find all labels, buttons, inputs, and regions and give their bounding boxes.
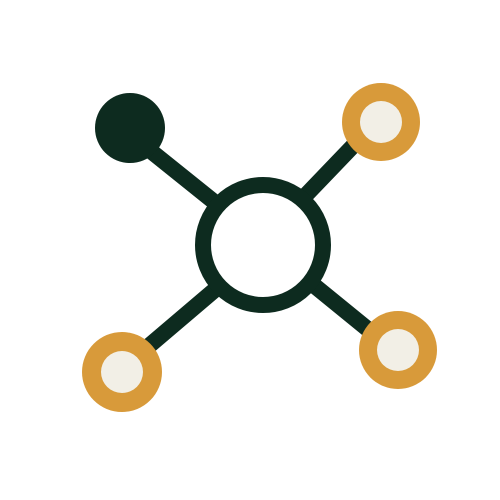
node-bottom-right — [359, 311, 437, 389]
node-top-right — [342, 83, 420, 161]
node-bottom-left — [82, 332, 162, 412]
connector-top-left — [144, 144, 226, 213]
connector-lines — [142, 138, 378, 353]
node-top-left — [95, 93, 165, 163]
connector-top-right — [298, 138, 361, 203]
connector-bottom-left — [142, 280, 225, 353]
connector-bottom-right — [308, 279, 378, 339]
hub-center-node — [195, 177, 331, 313]
